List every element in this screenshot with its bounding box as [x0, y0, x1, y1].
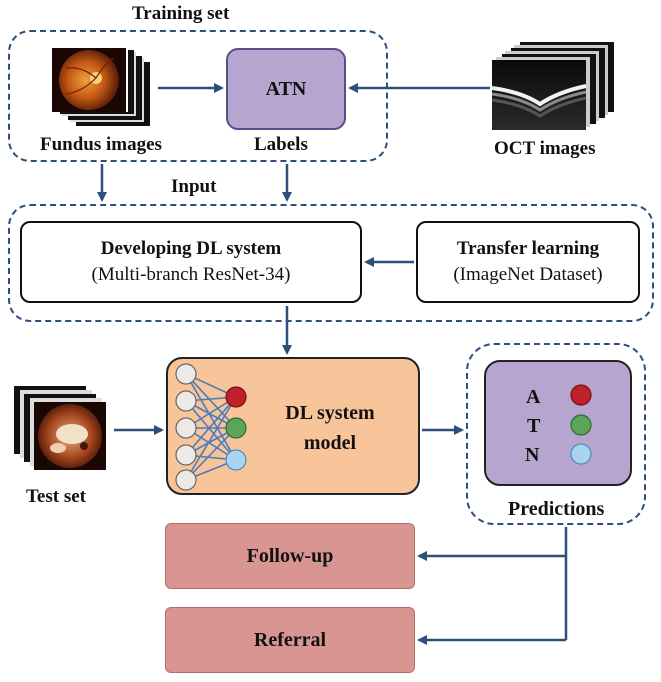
prediction-node-blue [570, 443, 592, 465]
dl-model-label-line2: model [303, 432, 357, 454]
prediction-node-green [570, 414, 592, 436]
training-set-group [8, 30, 388, 162]
labels-box-text: ATN [265, 77, 307, 100]
fundus-images-label: Fundus images [40, 134, 162, 155]
test-set-label: Test set [26, 486, 86, 507]
training-set-title: Training set [132, 3, 230, 24]
dl-model-box [166, 357, 420, 495]
referral-text: Referral [253, 628, 327, 651]
labels-label: Labels [254, 134, 308, 155]
neural-network-icon [175, 363, 247, 491]
dl-system-box: Developing DL system (Multi-branch ResNe… [20, 221, 362, 303]
oct-images-label: OCT images [494, 138, 596, 159]
referral-box: Referral [165, 607, 415, 673]
dl-model-label: DL system model [270, 398, 390, 458]
prediction-letter-n: N [525, 444, 540, 466]
oct-images [492, 42, 614, 130]
prediction-letter-t: T [527, 415, 541, 437]
prediction-letter-a: A [526, 386, 541, 408]
prediction-node-red [570, 384, 592, 406]
transfer-learning-title: Transfer learning [456, 238, 600, 259]
dl-system-title: Developing DL system [100, 238, 282, 259]
transfer-learning-subtitle: (ImageNet Dataset) [453, 264, 603, 285]
fundus-images [52, 48, 150, 126]
prediction-nodes [570, 384, 592, 465]
predictions-box [484, 360, 632, 486]
input-title: Input [171, 176, 217, 197]
follow-up-text: Follow-up [246, 544, 334, 567]
predictions-group [466, 343, 646, 525]
dl-model-label-line1: DL system [285, 402, 375, 424]
input-group [8, 204, 654, 322]
transfer-learning-box: Transfer learning (ImageNet Dataset) [416, 221, 640, 303]
test-set-images [14, 386, 106, 470]
dl-system-subtitle: (Multi-branch ResNet-34) [91, 264, 291, 285]
follow-up-box: Follow-up [165, 523, 415, 589]
predictions-label: Predictions [508, 498, 605, 520]
labels-box: ATN [226, 48, 346, 130]
